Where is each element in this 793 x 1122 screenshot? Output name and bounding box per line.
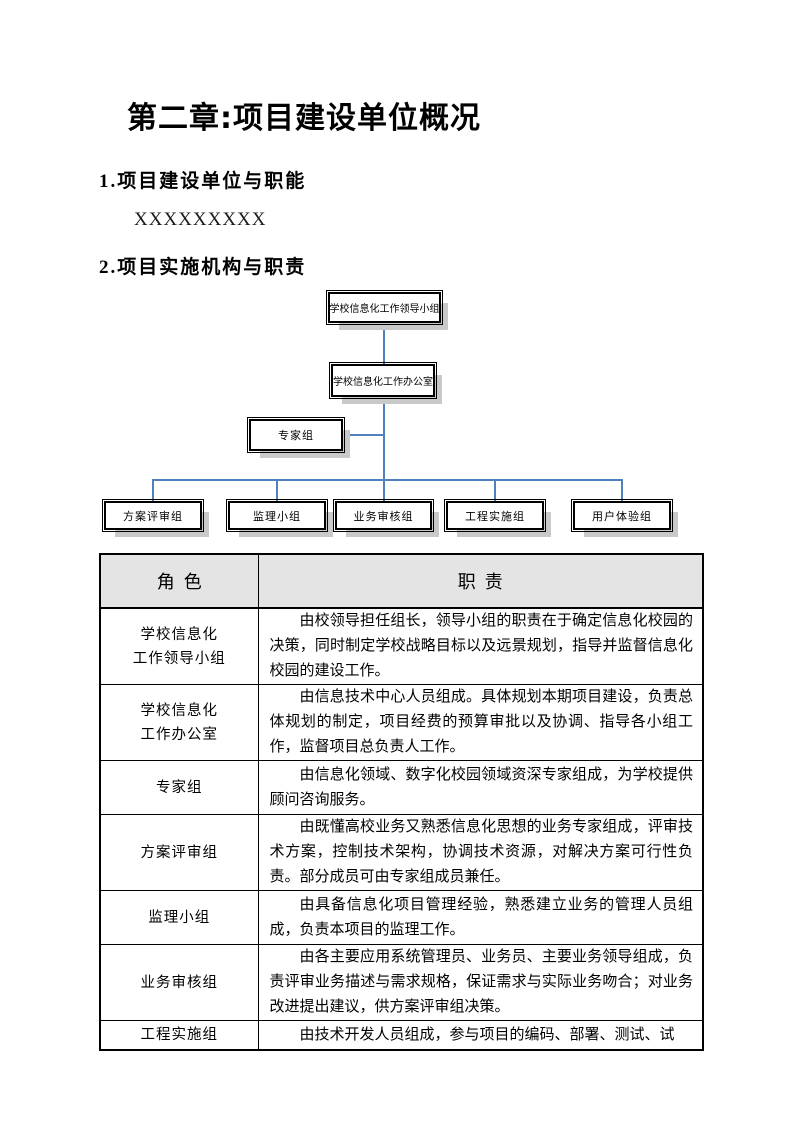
connector-distribution-bar <box>152 479 623 481</box>
connector-drop-2 <box>276 479 278 502</box>
org-node-business-audit: 业务审核组 <box>333 499 434 532</box>
table-row: 监理小组 由具备信息化项目管理经验，熟悉建立业务的管理人员组成，负责本项目的监理… <box>99 890 704 945</box>
duty-supervision: 由具备信息化项目管理经验，熟悉建立业务的管理人员组成，负责本项目的监理工作。 <box>269 896 694 938</box>
duty-office: 由信息技术中心人员组成。具体规划本期项目建设，负责总体规划的制定，项目经费的预算… <box>269 689 694 755</box>
roles-duties-table: 角色 职责 学校信息化 工作领导小组 由校领导担任组长，领导小组的职责在于确定信… <box>99 553 704 1051</box>
org-node-leading-group: 学校信息化工作领导小组 <box>326 290 443 325</box>
duty-plan-review: 由既懂高校业务又熟悉信息化思想的业务专家组成，评审技术方案，控制技术架构，协调技… <box>269 819 694 885</box>
table-row-cut-by-page-break: 工程实施组 由技术开发人员组成，参与项目的编码、部署、测试、试 <box>99 1020 704 1051</box>
org-node-experts: 专家组 <box>247 417 345 453</box>
role-business-audit: 业务审核组 <box>99 944 259 1021</box>
connector-experts-branch <box>344 434 384 436</box>
org-node-engineering: 工程实施组 <box>444 499 546 532</box>
connector-top-to-office <box>383 324 385 366</box>
duty-experts: 由信息化领域、数字化校园领域资深专家组成，为学校提供顾问咨询服务。 <box>269 766 694 808</box>
role-leading-group: 学校信息化 工作领导小组 <box>99 607 259 685</box>
role-plan-review: 方案评审组 <box>99 814 259 891</box>
section1-heading: 1.项目建设单位与职能 <box>99 171 307 192</box>
table-row: 方案评审组 由既懂高校业务又熟悉信息化思想的业务专家组成，评审技术方案，控制技术… <box>99 814 704 891</box>
connector-drop-1 <box>152 479 154 502</box>
org-node-supervision: 监理小组 <box>226 499 328 532</box>
chapter-title: 第二章:项目建设单位概况 <box>127 101 481 136</box>
duty-leading-group: 由校领导担任组长，领导小组的职责在于确定信息化校园的决策，同时制定学校战略目标以… <box>269 613 694 679</box>
role-engineering: 工程实施组 <box>99 1020 259 1051</box>
duty-engineering: 由技术开发人员组成，参与项目的编码、部署、测试、试 <box>299 1026 675 1043</box>
section1-placeholder-text: XXXXXXXXX <box>134 209 267 230</box>
connector-drop-5 <box>621 479 623 502</box>
table-row: 学校信息化 工作办公室 由信息技术中心人员组成。具体规划本期项目建设，负责总体规… <box>99 684 704 761</box>
table-row: 专家组 由信息化领域、数字化校园领域资深专家组成，为学校提供顾问咨询服务。 <box>99 760 704 815</box>
org-chart-diagram: 学校信息化工作领导小组 学校信息化工作办公室 专家组 方案评审组 监理小组 业务… <box>0 0 793 560</box>
role-experts: 专家组 <box>99 760 259 815</box>
table-row: 学校信息化 工作领导小组 由校领导担任组长，领导小组的职责在于确定信息化校园的决… <box>99 607 704 685</box>
org-node-office: 学校信息化工作办公室 <box>329 362 437 399</box>
table-header-row: 角色 职责 <box>99 553 704 609</box>
connector-office-trunk <box>383 397 385 503</box>
header-duty: 职责 <box>257 553 704 609</box>
role-supervision: 监理小组 <box>99 890 259 945</box>
duty-business-audit: 由各主要应用系统管理员、业务员、主要业务领导组成，负责评审业务描述与需求规格，保… <box>269 949 694 1015</box>
role-office: 学校信息化 工作办公室 <box>99 684 259 761</box>
section2-heading: 2.项目实施机构与职责 <box>99 257 307 278</box>
header-role: 角色 <box>99 553 259 609</box>
org-node-user-experience: 用户体验组 <box>571 499 673 532</box>
connector-drop-4 <box>494 479 496 502</box>
org-node-plan-review: 方案评审组 <box>102 499 204 532</box>
table-row: 业务审核组 由各主要应用系统管理员、业务员、主要业务领导组成，负责评审业务描述与… <box>99 944 704 1021</box>
